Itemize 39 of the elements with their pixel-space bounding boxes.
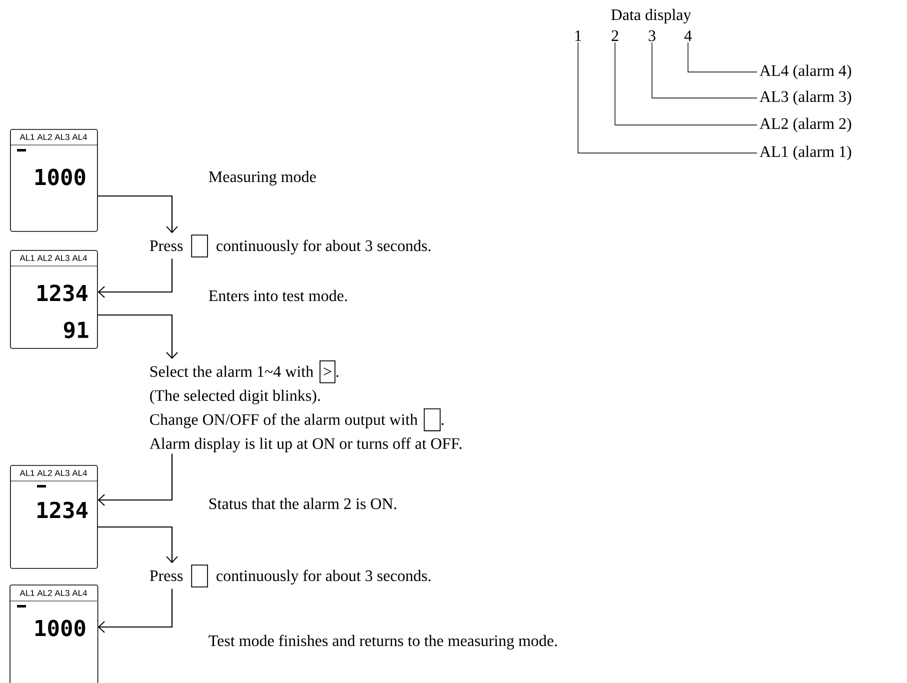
leader-line — [614, 42, 758, 126]
digit-label: 4 — [684, 30, 692, 41]
step-caption: Measuring mode — [208, 170, 316, 186]
digit-readout: 1000 — [36, 620, 86, 636]
lcd-display — [10, 129, 98, 232]
digit-readout: 1234 — [38, 502, 88, 518]
display-header: AL1 AL2 AL3 AL4 — [20, 590, 88, 596]
digit-label: 3 — [648, 30, 656, 42]
alarm-label: AL4 (alarm 4) — [760, 64, 852, 80]
leader-line — [688, 42, 758, 72]
flow-arrow — [98, 314, 178, 359]
alarm-label: AL1 (alarm 1) — [760, 146, 852, 160]
step-text: Select the alarm 1~4 with > . (The selected digit blinks). Change ON/OFF of the alarm output with . Alarm display is lit up at ON or turns off at OFF. — [150, 360, 462, 452]
display-header: AL1 AL2 AL3 AL4 — [20, 255, 88, 261]
alarm-label: AL2 (alarm 2) — [760, 118, 852, 132]
lcd-display — [10, 465, 98, 569]
flow-arrow — [98, 258, 173, 298]
step-caption: Status that the alarm 2 is ON. — [209, 498, 396, 510]
step-caption: Test mode finishes and returns to the measuring mode. — [208, 634, 557, 650]
leader-line — [652, 42, 758, 98]
digit-readout: 1000 — [36, 168, 86, 186]
lcd-display — [10, 250, 98, 349]
step-text: Press continuously for about 3 seconds. — [150, 564, 430, 588]
digit-readout: 1234 — [38, 284, 88, 302]
leader-line — [578, 42, 758, 154]
alarm-label: AL3 (alarm 3) — [760, 90, 852, 106]
flow-arrow — [98, 588, 173, 633]
heading-label: Data display — [611, 8, 692, 24]
flow-arrow — [98, 526, 178, 564]
display-header: AL1 AL2 AL3 AL4 — [20, 470, 88, 476]
display-header: AL1 AL2 AL3 AL4 — [20, 134, 88, 140]
digit-label: 2 — [612, 30, 618, 41]
digit-readout: 91 — [64, 322, 88, 338]
digit-label: 1 — [575, 30, 582, 41]
flow-arrow — [98, 195, 178, 234]
flow-arrow — [98, 454, 173, 506]
step-text: Press continuously for about 3 seconds. — [150, 234, 430, 258]
lcd-display — [10, 584, 98, 683]
step-caption: Enters into test mode. — [208, 290, 347, 302]
